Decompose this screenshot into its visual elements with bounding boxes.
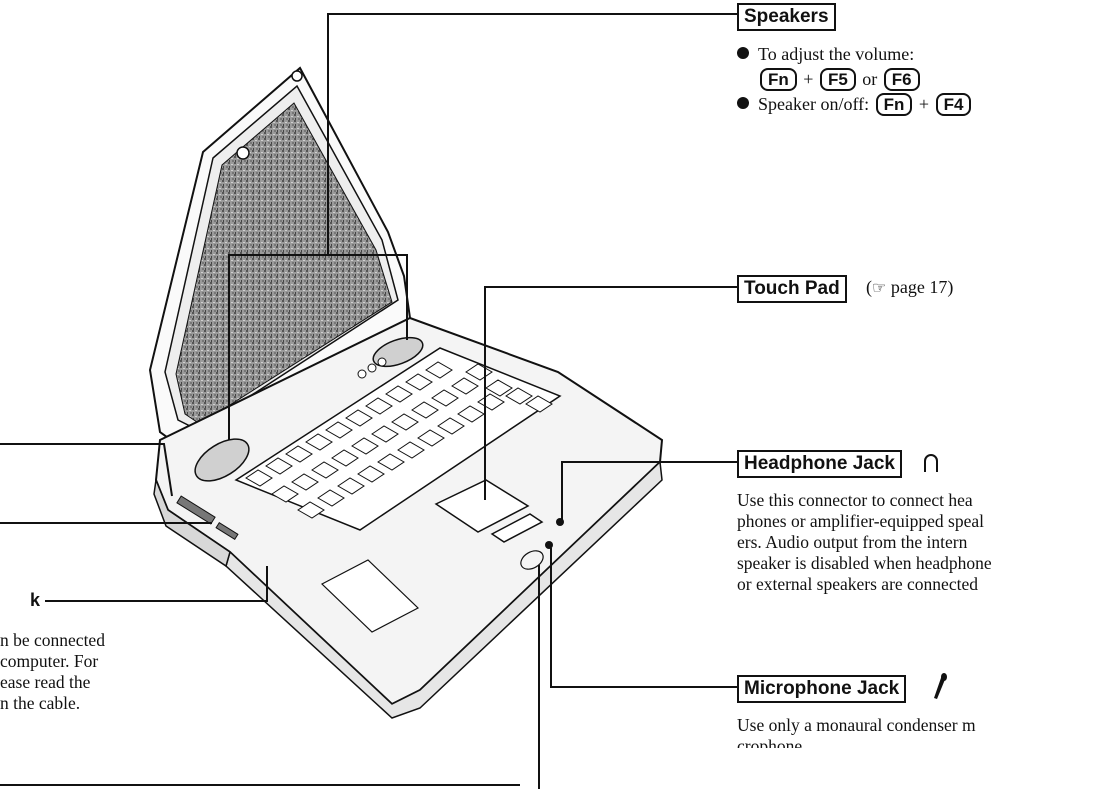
- plus-sign: +: [803, 69, 813, 89]
- speakers-callout: [328, 14, 737, 255]
- microphone-jack-label: Microphone Jack: [737, 675, 906, 703]
- indicator: [378, 358, 386, 366]
- desc-line: crophone.: [737, 736, 976, 748]
- left-callout-1: [0, 444, 172, 496]
- desc-line: Use this connector to connect hea: [737, 490, 992, 511]
- speakers-volume-line: To adjust the volume:: [737, 44, 914, 65]
- volume-text: To adjust the volume:: [758, 44, 914, 64]
- headphone-description: Use this connector to connect hea phones…: [737, 490, 992, 595]
- desc-line: n the cable.: [0, 693, 105, 714]
- fn-key: Fn: [760, 68, 797, 91]
- desc-line: computer. For: [0, 651, 105, 672]
- left-partial-title: k: [30, 590, 40, 611]
- headphone-jack-label: Headphone Jack: [737, 450, 902, 478]
- fn-key: Fn: [876, 93, 913, 116]
- desc-line: phones or amplifier-equipped speal: [737, 511, 992, 532]
- f4-key: F4: [936, 93, 972, 116]
- touch-pad-label: Touch Pad: [737, 275, 847, 303]
- speakers-label: Speakers: [737, 3, 836, 31]
- desc-line: n be connected: [0, 630, 105, 651]
- f6-key: F6: [884, 68, 920, 91]
- desc-line: or external speakers are connected: [737, 574, 992, 595]
- bullet-icon: [737, 97, 749, 109]
- plus-sign: +: [919, 94, 929, 114]
- f5-key: F5: [820, 68, 856, 91]
- indicator: [358, 370, 366, 378]
- pointing-hand-icon: ☞: [872, 280, 886, 297]
- indicator: [368, 364, 376, 372]
- desc-line: Use only a monaural condenser m: [737, 715, 976, 736]
- onoff-text: Speaker on/off:: [758, 94, 869, 114]
- headphone-icon: [922, 452, 940, 474]
- desc-line: speaker is disabled when headphone: [737, 553, 992, 574]
- lid-latch: [237, 147, 249, 159]
- speakers-onoff-line: Speaker on/off: Fn + F4: [737, 93, 973, 116]
- or-text: or: [862, 69, 877, 89]
- touch-pad-page-ref: (☞ page 17): [866, 277, 953, 299]
- desc-line: ers. Audio output from the intern: [737, 532, 992, 553]
- microphone-icon: [929, 673, 949, 701]
- desc-line: ease read the: [0, 672, 105, 693]
- speakers-volume-keys: Fn + F5 or F6: [758, 68, 922, 91]
- microphone-jack-port: [545, 541, 553, 549]
- microphone-description: Use only a monaural condenser m crophone…: [737, 715, 976, 748]
- bullet-icon: [737, 47, 749, 59]
- lid-latch: [292, 71, 302, 81]
- ref-text: page 17): [886, 277, 953, 297]
- left-partial-description: n be connected computer. For ease read t…: [0, 630, 105, 714]
- microphone-callout: [551, 548, 737, 687]
